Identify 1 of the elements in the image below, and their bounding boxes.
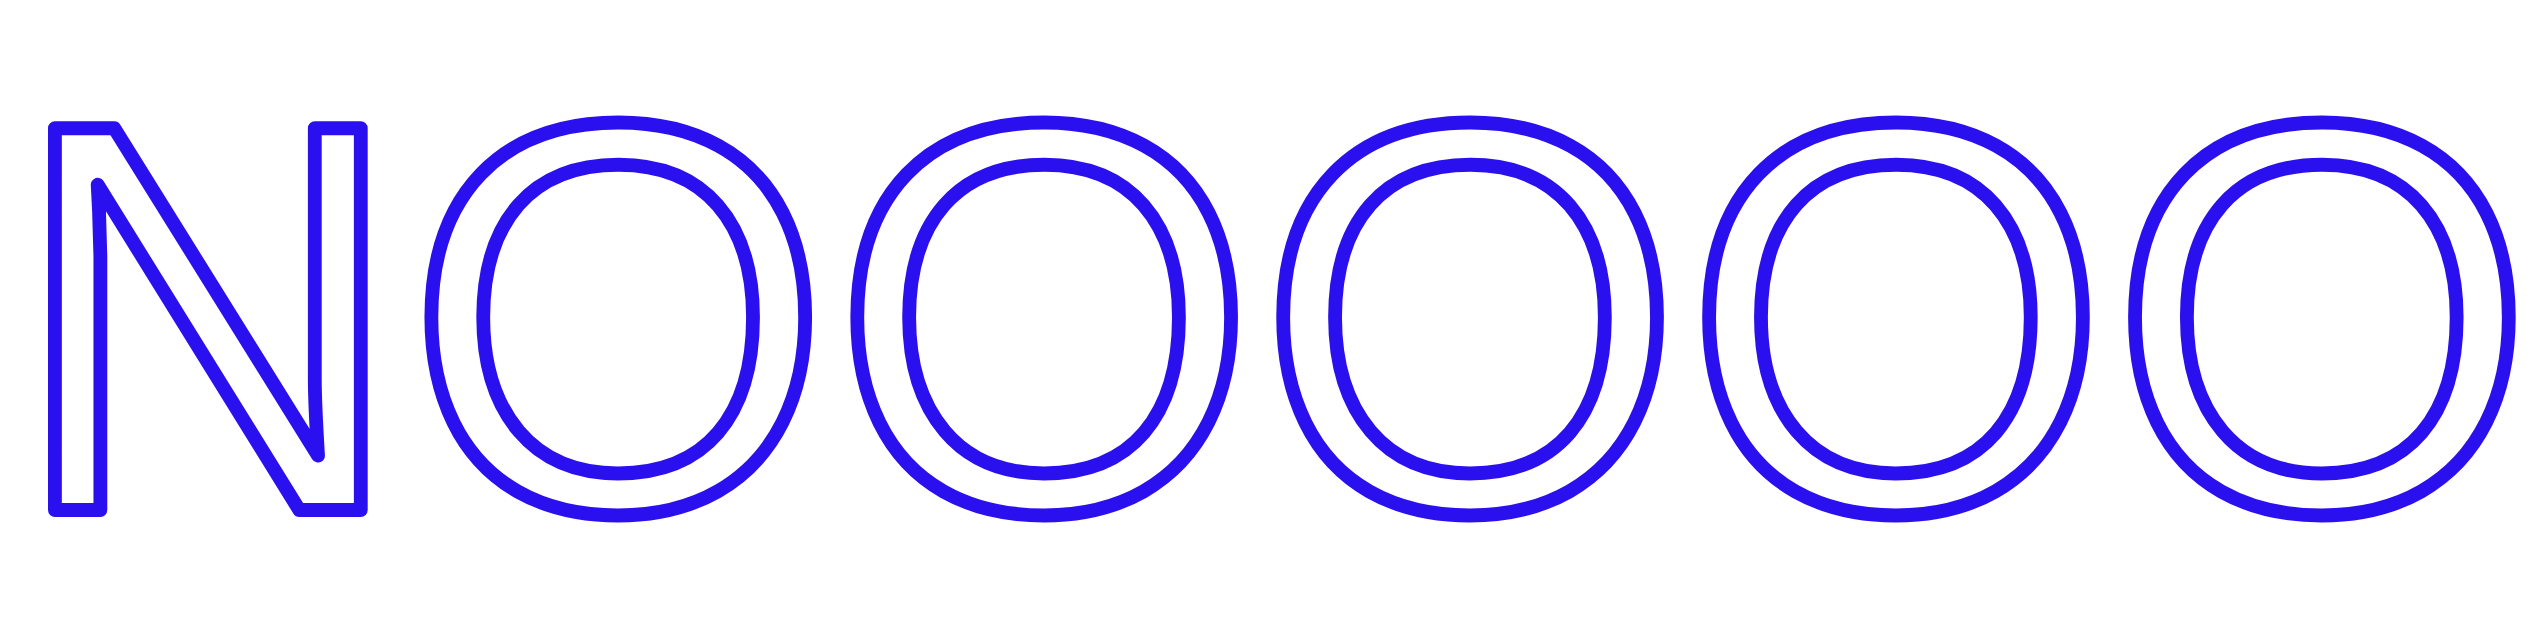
- handwritten-text: NOOOOO: [10, 8, 2548, 628]
